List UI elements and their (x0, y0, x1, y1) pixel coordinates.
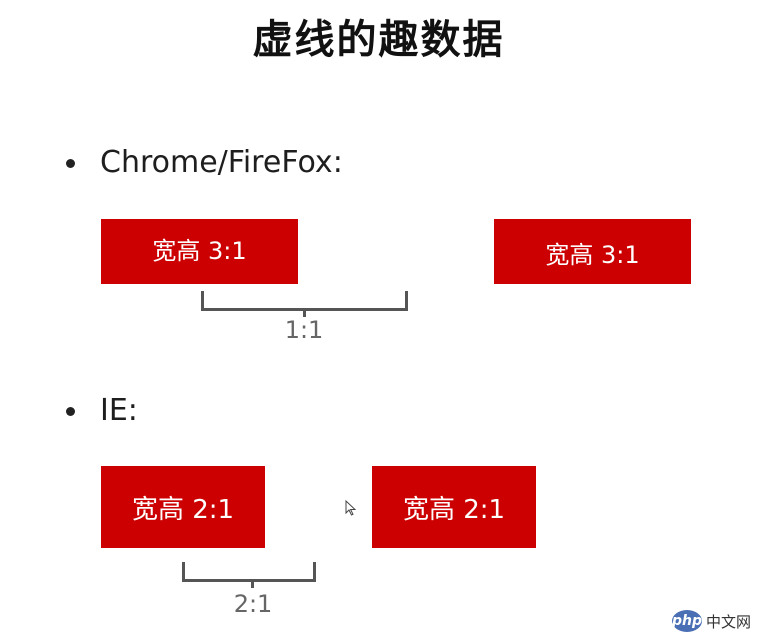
box-label: 宽高 2:1 (131, 494, 235, 525)
dash-box-left: 宽高 3:1 (101, 219, 298, 284)
section-heading: Chrome/FireFox: (100, 145, 343, 180)
dash-box-right: 宽高 2:1 (372, 466, 536, 548)
bracket-tick (251, 581, 254, 588)
box-label: 宽高 2:1 (402, 494, 506, 525)
watermark-logo: php 中文网 (671, 610, 751, 632)
bullet-icon (66, 407, 75, 416)
box-label: 宽高 3:1 (152, 237, 247, 265)
watermark-badge: php (671, 610, 702, 632)
section-heading: IE: (100, 393, 138, 428)
gap-bracket (201, 291, 408, 311)
gap-bracket (182, 562, 316, 582)
gap-ratio-label: 1:1 (284, 316, 324, 344)
dash-box-right: 宽高 3:1 (494, 219, 691, 284)
dash-box-left: 宽高 2:1 (101, 466, 265, 548)
gap-ratio-label: 2:1 (233, 590, 273, 618)
bullet-icon (66, 159, 75, 168)
bracket-tick (303, 310, 306, 317)
page-title: 虚线的趣数据 (252, 17, 505, 63)
mouse-cursor-icon (345, 500, 357, 516)
watermark-text: 中文网 (705, 612, 751, 631)
box-label: 宽高 3:1 (545, 241, 640, 269)
